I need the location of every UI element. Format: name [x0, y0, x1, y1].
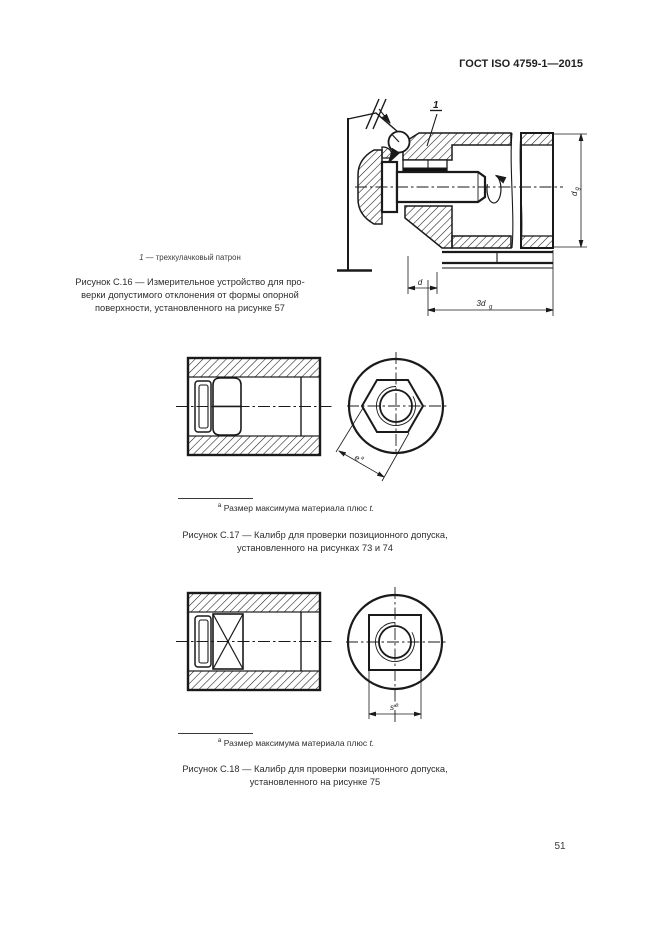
- figure-c17-footnote: a Размер максимума материала плюс t.: [116, 502, 476, 513]
- caption-line: Рисунок С.18 — Калибр для проверки позиц…: [182, 764, 448, 774]
- base-plate: [442, 250, 553, 269]
- dim-d-label: d: [418, 278, 423, 287]
- caption-line: поверхности, установленного на рисунке 5…: [95, 303, 285, 313]
- callout-1: 1: [426, 100, 442, 147]
- dim-e-superscript: a: [360, 455, 366, 462]
- gauge-end-view-square: [346, 587, 446, 723]
- gauge-section-view: [176, 591, 333, 692]
- figure-c18-drawing: s a: [176, 587, 446, 723]
- dimension-dg: d g: [553, 133, 587, 248]
- gauge-end-view-hex: [347, 352, 447, 455]
- dim-dg-label: d: [570, 191, 579, 196]
- figure-c16-drawing: d 3d g d g 1: [337, 98, 587, 316]
- footnote-rule: [178, 498, 253, 499]
- page-number: 51: [554, 841, 566, 852]
- page-header: ГОСТ ISO 4759-1—2015: [459, 58, 583, 70]
- legend-text: трехкулачковый патрон: [155, 253, 241, 262]
- caption-line: Рисунок С.16 — Измерительное устройство …: [75, 277, 305, 287]
- dim-3dg-subscript: g: [489, 305, 493, 311]
- dim-3dg-label: 3d: [477, 299, 486, 308]
- figure-c17-drawing: e a: [176, 352, 447, 482]
- footnote-rule: [178, 733, 253, 734]
- indicator-stand: [337, 118, 372, 272]
- dimension-d: d: [407, 256, 438, 294]
- footnote-marker: a: [217, 502, 222, 509]
- callout-1-label: 1: [433, 100, 439, 111]
- footnote-text: Размер максимума материала плюс: [223, 502, 370, 513]
- footnote-variable: t.: [369, 737, 375, 748]
- footnote-text: Размер максимума материала плюс: [223, 737, 370, 748]
- dial-indicator: [387, 130, 411, 163]
- legend-separator: —: [143, 253, 156, 262]
- caption-line: установленного на рисунке 75: [249, 777, 381, 787]
- figure-c16-legend: 1 — трехкулачковый патрон: [35, 253, 345, 262]
- dim-e-label: e: [353, 453, 362, 463]
- caption-line: установленного на рисунках 73 и 74: [237, 543, 393, 553]
- dim-s-label: s: [390, 703, 394, 712]
- gauge-section-view: [176, 356, 333, 457]
- dimension-s: s a: [368, 670, 422, 719]
- legend-key: 1: [139, 253, 144, 262]
- dimension-e: e a: [335, 407, 410, 482]
- rotation-arrow: [486, 176, 501, 204]
- bolt-under-test: [380, 159, 487, 214]
- caption-line: Рисунок С.17 — Калибр для проверки позиц…: [182, 530, 448, 540]
- figure-c18-caption: Рисунок С.18 — Калибр для проверки позиц…: [115, 763, 515, 789]
- caption-line: верки допустимого отклонения от формы оп…: [81, 290, 299, 300]
- figure-c18-footnote: a Размер максимума материала плюс t.: [116, 737, 476, 748]
- figure-c17-caption: Рисунок С.17 — Калибр для проверки позиц…: [115, 529, 515, 555]
- dim-s-superscript: a: [396, 703, 399, 709]
- figure-c16-caption: Рисунок С.16 — Измерительное устройство …: [35, 276, 345, 315]
- gauge-sleeve: [402, 132, 554, 249]
- footnote-marker: a: [217, 737, 222, 744]
- footnote-variable: t.: [369, 502, 375, 513]
- dimension-3dg: 3d g: [427, 250, 554, 316]
- dim-dg-subscript: g: [575, 187, 581, 191]
- indicator-arm-with-break: [347, 98, 399, 133]
